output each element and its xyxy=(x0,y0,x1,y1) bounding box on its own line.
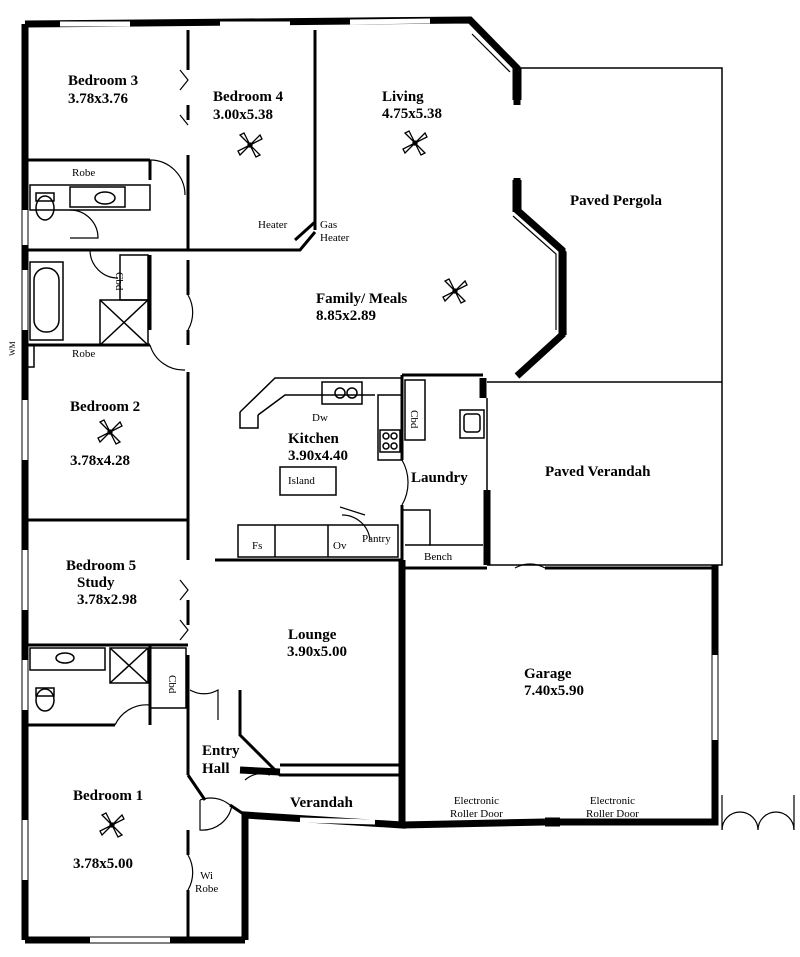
ceiling-fans xyxy=(97,130,468,838)
kitchen-benches xyxy=(237,377,485,558)
oven-label: Ov xyxy=(333,540,347,552)
cbd-ensuite-label: Cbd xyxy=(166,675,178,694)
pantry-label: Pantry xyxy=(362,533,391,545)
living-size: 4.75x5.38 xyxy=(382,106,442,122)
entry-label: Entry xyxy=(202,743,240,759)
bench-label: Bench xyxy=(424,551,453,563)
family-meals-label: Family/ Meals xyxy=(316,291,408,307)
gas-heater-label: Gas Heater xyxy=(320,219,350,244)
fridge-space-label: Fs xyxy=(252,540,263,552)
bedroom4-label: Bedroom 4 xyxy=(213,89,284,105)
kitchen-label: Kitchen xyxy=(288,431,339,447)
bedroom1-label: Bedroom 1 xyxy=(73,788,144,804)
bedroom2-size: 3.78x4.28 xyxy=(70,453,130,469)
lounge-size: 3.90x5.00 xyxy=(287,644,347,660)
door-swings xyxy=(69,69,795,891)
paved-verandah-label: Paved Verandah xyxy=(545,464,651,480)
bedroom1-size: 3.78x5.00 xyxy=(73,856,133,872)
lounge-label: Lounge xyxy=(288,627,337,643)
laundry-label: Laundry xyxy=(411,470,468,486)
cbd-bath-label: Cbd xyxy=(113,272,125,291)
wm-label: WM xyxy=(8,341,17,356)
robe-top-label: Robe xyxy=(72,167,96,179)
bedroom3-label: Bedroom 3 xyxy=(68,73,139,89)
interior-walls xyxy=(28,30,715,940)
paved-pergola-label: Paved Pergola xyxy=(570,193,663,209)
verandah-label: Verandah xyxy=(290,795,353,811)
heater-label: Heater xyxy=(258,219,288,231)
cbd-laundry-label: Cbd xyxy=(408,410,420,429)
bedroom2-label: Bedroom 2 xyxy=(70,399,141,415)
kitchen-size: 3.90x4.40 xyxy=(288,448,348,464)
walk-in-robe-label: Wi Robe xyxy=(195,870,219,895)
bedroom5-label: Bedroom 5 xyxy=(66,558,137,574)
bedroom5-size: 3.78x2.98 xyxy=(77,592,137,608)
roller-door-2-label: Electronic Roller Door xyxy=(586,795,639,820)
outdoor-outline xyxy=(486,67,723,566)
living-label: Living xyxy=(382,89,424,105)
bedroom3-size: 3.78x3.76 xyxy=(68,91,128,107)
family-meals-size: 8.85x2.89 xyxy=(316,308,376,324)
garage-label: Garage xyxy=(524,666,572,682)
dishwasher-label: Dw xyxy=(312,412,328,424)
roller-door-1-label: Electronic Roller Door xyxy=(450,795,503,820)
bathroom-fixtures xyxy=(25,184,187,712)
study-label: Study xyxy=(77,575,115,591)
island-label: Island xyxy=(288,475,315,487)
robe-mid-label: Robe xyxy=(72,348,96,360)
bedroom4-size: 3.00x5.38 xyxy=(213,107,273,123)
garage-size: 7.40x5.90 xyxy=(524,683,584,699)
hall-label: Hall xyxy=(202,761,230,777)
